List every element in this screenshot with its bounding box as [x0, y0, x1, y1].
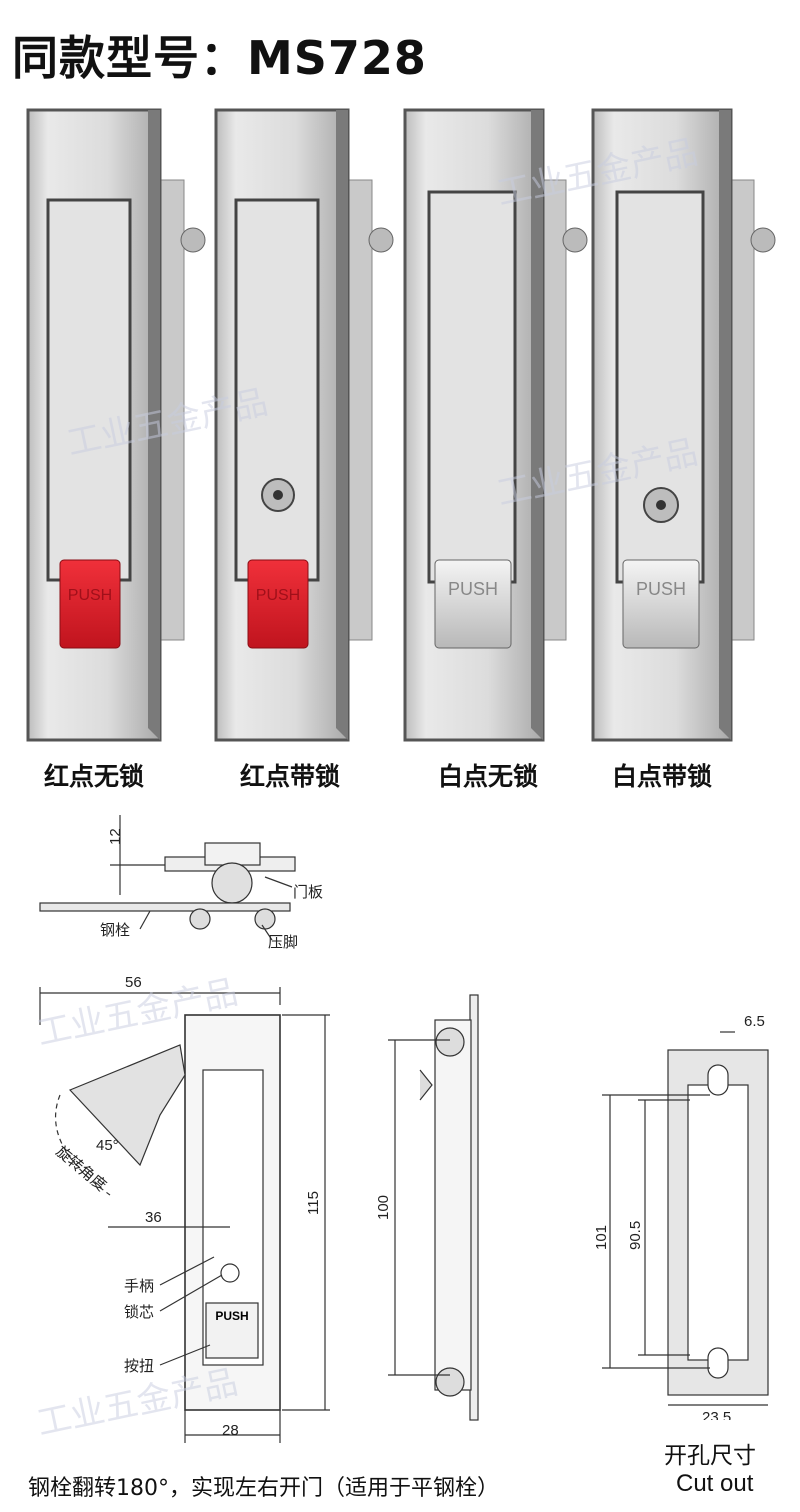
caption-red-no-lock: 红点无锁 — [43, 762, 144, 791]
dim-23-5: 23.5 — [702, 1409, 731, 1420]
product-latch-red-with-lock: PUSH — [214, 108, 394, 742]
push-text: PUSH — [68, 587, 112, 604]
product-latch-white-with-lock: PUSH — [591, 108, 776, 742]
label-door-panel: 门板 — [293, 883, 323, 901]
dim-90-5: 90.5 — [627, 1221, 644, 1250]
caption-red-with-lock: 红点带锁 — [239, 762, 340, 791]
dim-angle: 45° — [96, 1137, 119, 1154]
dim-101: 101 — [593, 1225, 610, 1250]
profile-diagram: 100 — [375, 994, 479, 1421]
push-text: PUSH — [215, 1309, 248, 1323]
label-press-foot: 压脚 — [268, 933, 298, 951]
dim-36: 36 — [145, 1209, 162, 1226]
dim-100: 100 — [375, 1195, 392, 1220]
cutout-label-en: Cut out — [676, 1470, 754, 1497]
cutout-diagram: 6.5 101 90.5 23.5 — [593, 1013, 769, 1420]
product-latch-white-no-lock: PUSH — [403, 108, 588, 742]
page-title: 同款型号：MS728 — [12, 31, 427, 85]
caption-white-no-lock: 白点无锁 — [437, 762, 538, 791]
product-photos: PUSH PUSH PUSH PUSH 工业五金产品 工业五金产品 工 — [26, 108, 776, 742]
label-lock-core: 锁芯 — [124, 1303, 154, 1321]
push-text: PUSH — [636, 579, 686, 599]
push-text: PUSH — [256, 587, 300, 604]
dim-56: 56 — [125, 974, 142, 991]
front-diagram: 56 36 115 28 45° 旋转角度 手柄 锁芯 按扭 PUSH 工业五金… — [34, 972, 330, 1444]
dim-115: 115 — [305, 1191, 322, 1215]
footnote: 钢栓翻转180°，实现左右开门（适用于平钢栓） — [28, 1476, 499, 1501]
label-steel-bolt: 钢栓 — [100, 921, 130, 939]
dim-28: 28 — [222, 1422, 239, 1439]
dim-12: 12 — [107, 828, 124, 845]
caption-white-with-lock: 白点带锁 — [611, 762, 712, 791]
side-diagram: 12 门板 钢栓 压脚 — [39, 815, 323, 951]
cutout-label-cn: 开孔尺寸 — [664, 1443, 756, 1469]
label-handle: 手柄 — [124, 1277, 154, 1295]
label-push-button: 按扭 — [124, 1357, 154, 1375]
push-text: PUSH — [448, 579, 498, 599]
dim-6-5: 6.5 — [744, 1013, 765, 1030]
product-latch-red-no-lock: PUSH — [26, 108, 206, 742]
